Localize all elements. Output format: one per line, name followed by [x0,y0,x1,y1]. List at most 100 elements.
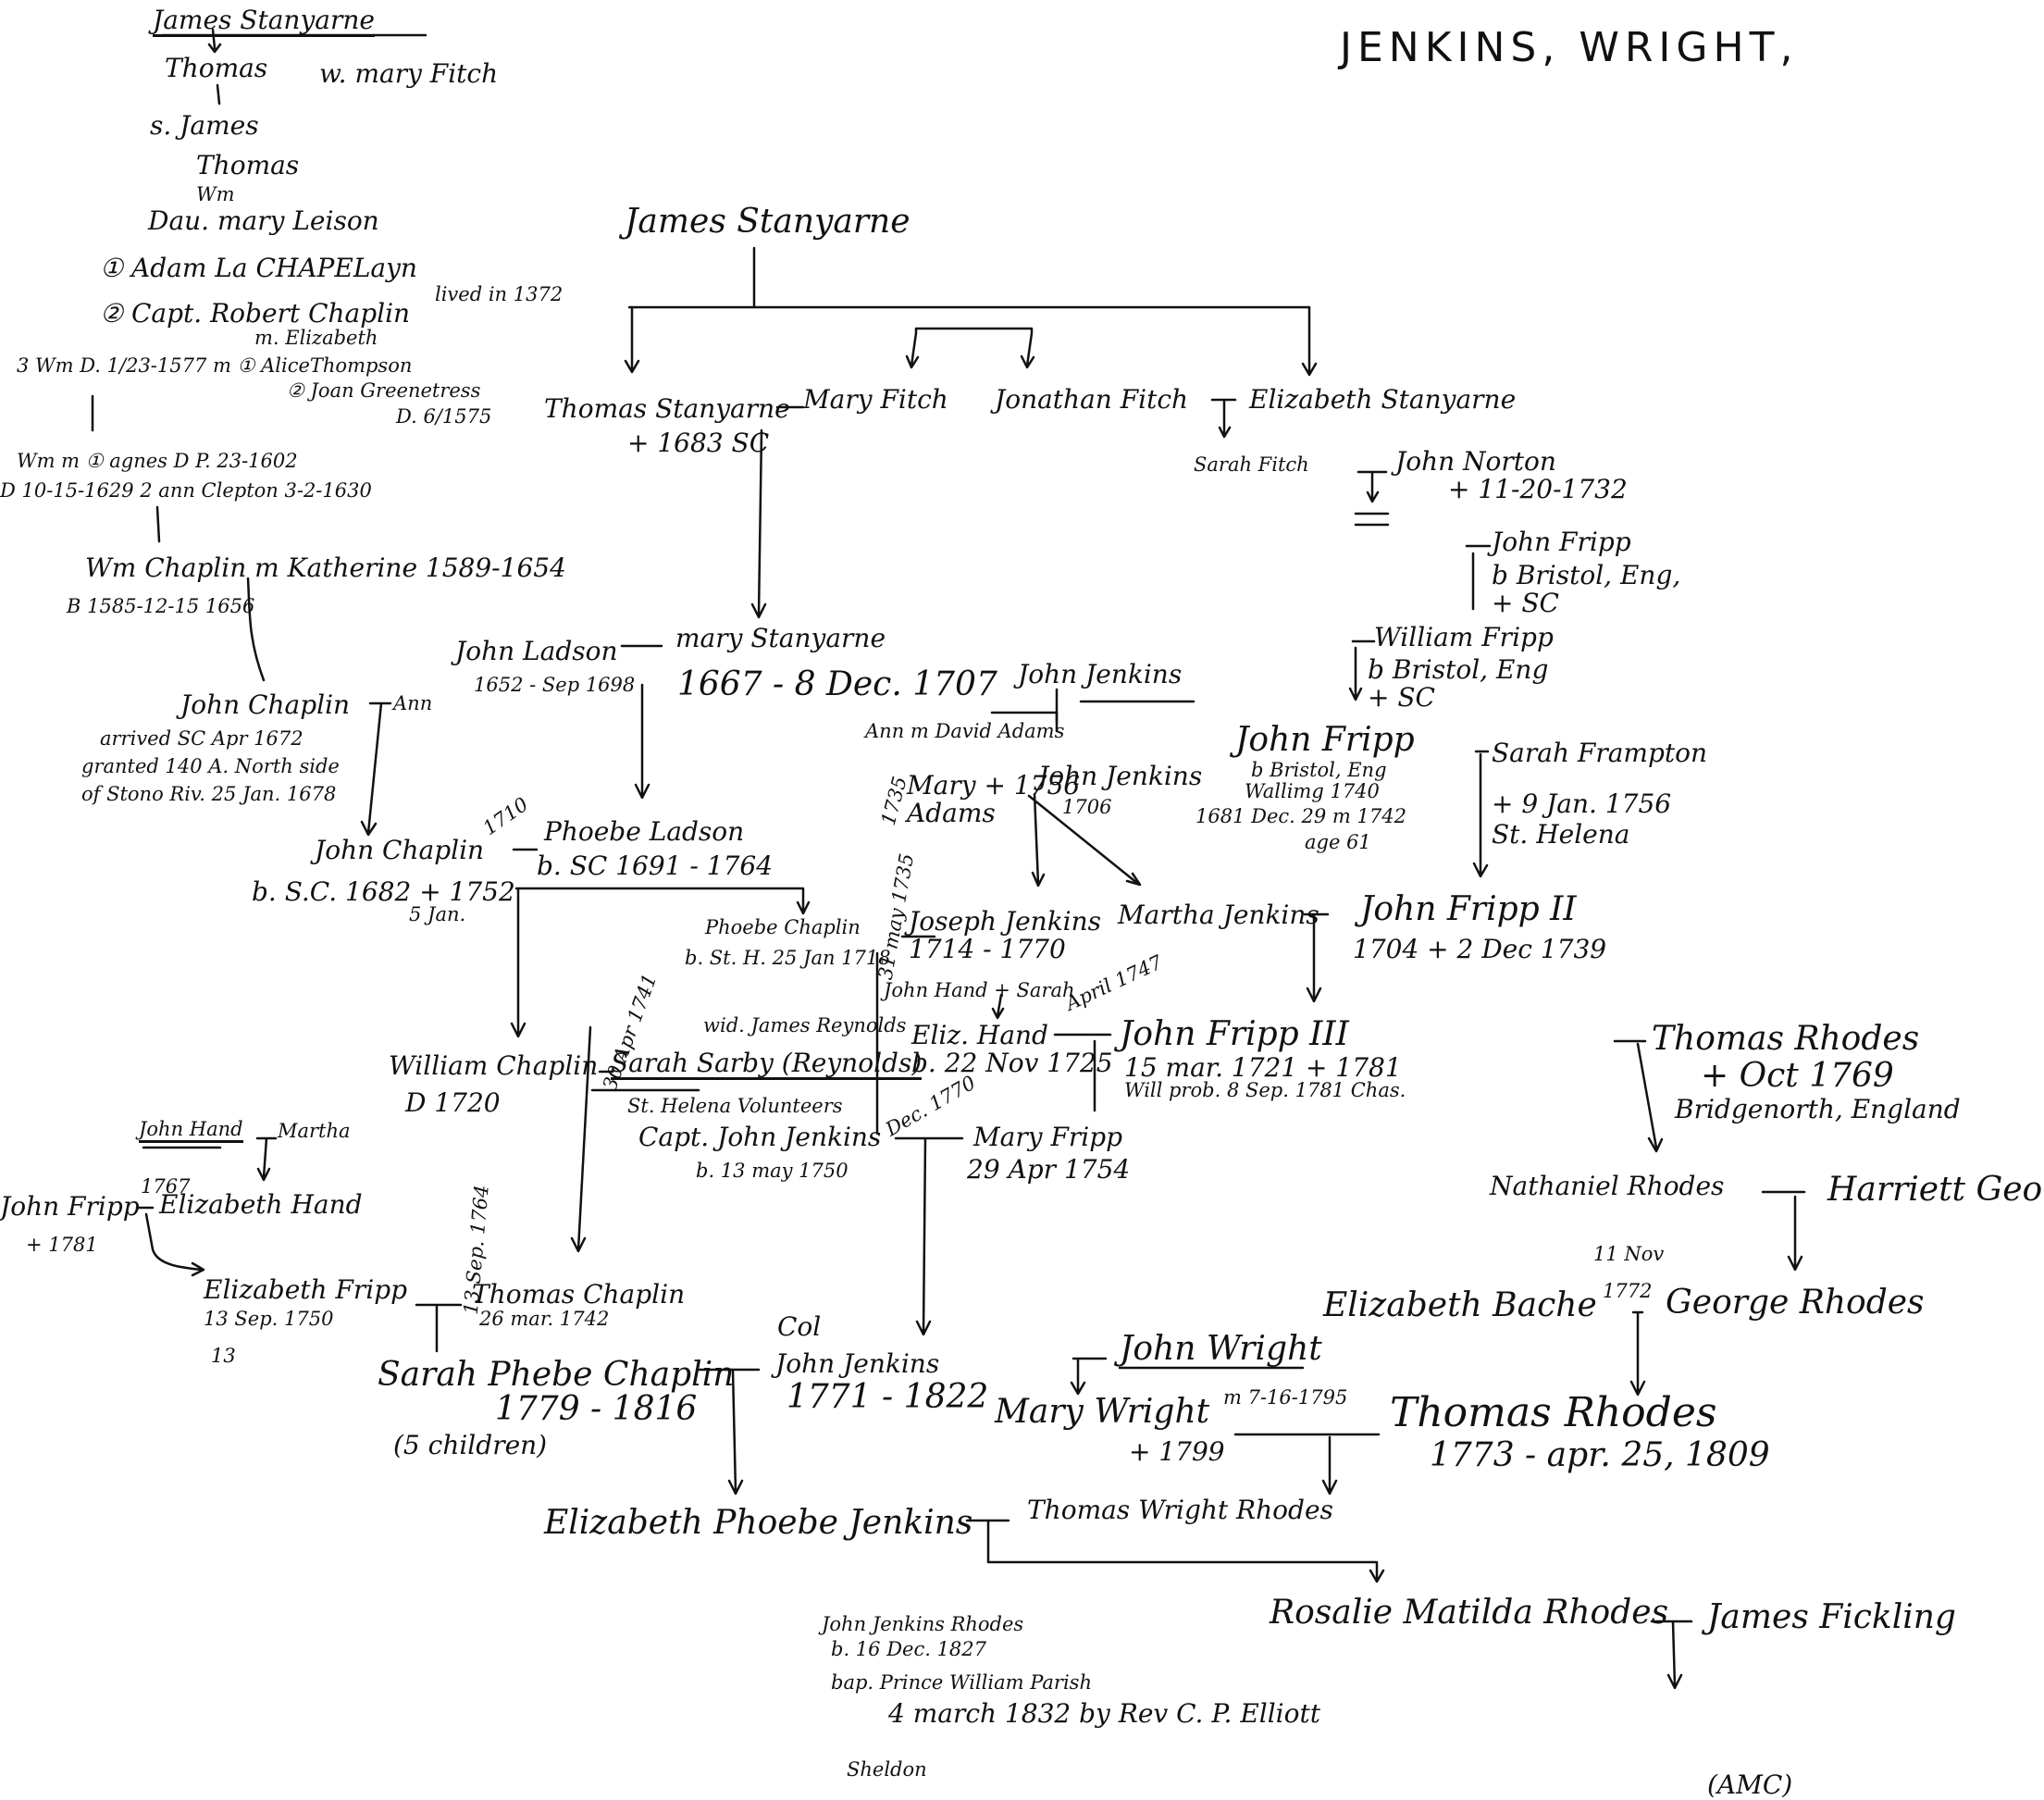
note-thomas-rhodes-2-dates: 1773 - apr. 25, 1809 [1430,1436,1770,1474]
note-jjr-bap-date: 4 march 1832 by Rev C. P. Elliott [888,1698,1320,1729]
person-john-fripp-3: John Fripp [0,1191,140,1222]
note-will-prob: Will prob. 8 Sep. 1781 Chas. [1124,1079,1406,1101]
person-elizabeth-fripp: Elizabeth Fripp [204,1274,408,1305]
note-capt-born: b. 13 may 1750 [696,1160,849,1182]
person-john-chaplin-2: John Chaplin [315,835,485,865]
line-jenkins-to-children [1027,792,1142,888]
person-phoebe-chaplin: Phoebe Chaplin [705,916,861,938]
note-wm: Wm [196,183,235,205]
person-john-fripp-ii: John Fripp II [1360,890,1577,928]
note-thomas-chaplin-date: 26 mar. 1742 [479,1308,610,1330]
line-capt-mary-fripp [894,1136,964,1336]
note-age-61: age 61 [1305,831,1371,853]
note-wm-chaplin-katherine: Wm Chaplin m Katherine 1589-1654 [85,552,566,583]
note-thomas-2: Thomas [196,150,300,180]
person-thomas-rhodes-2: Thomas Rhodes [1390,1389,1717,1436]
line-phoebe-joseph [875,935,936,1136]
line-johnchaplin-ann [360,701,392,837]
person-nathaniel-rhodes: Nathaniel Rhodes [1490,1171,1725,1201]
line-hand-martha [142,1136,278,1182]
note-phoebe-ladson-dates: b. SC 1691 - 1764 [537,850,774,881]
line-ladson-to-phoebe [634,683,650,800]
note-joan: ② Joan Greenetress [287,379,481,402]
person-john-hand-sarah: John Hand + Sarah [884,979,1075,1001]
person-capt-john-jenkins: Capt. John Jenkins [638,1122,882,1152]
line-jonathan-elizabeth [1210,398,1237,439]
line-wm-to-john-chaplin [246,577,266,682]
person-sarah-frampton: Sarah Frampton [1492,738,1708,768]
line-nathaniel-harriett [1761,1190,1806,1272]
line-fripp-thomas-chaplin [415,1303,463,1353]
line-fitch-bracket [905,327,1035,369]
person-ann: Ann [393,692,433,714]
line-bache-george [1629,1310,1646,1397]
line-eliz-hand-fripp [1053,1033,1112,1112]
person-john-wright: John Wright [1120,1330,1322,1368]
line-fripp-frampton [1472,750,1490,878]
note-mary-wright-death: + 1799 [1129,1436,1225,1467]
person-mary-adams: Mary + 1756 [907,770,1081,801]
person-john-fripp-iii: John Fripp III [1120,1015,1349,1053]
person-martha-jenkins: Martha Jenkins [1118,900,1319,930]
line-sarah-norton [1356,470,1388,503]
note-sarah-phebe-dates: 1779 - 1816 [495,1390,698,1428]
note-elizabeth-fripp-date: 13 Sep. 1750 [204,1308,334,1330]
note-jjr-bap: bap. Prince William Parish [831,1671,1092,1694]
note-fripp-iii-dates: 15 mar. 1721 + 1781 [1124,1052,1402,1083]
note-john-chaplin-2-dates: b. S.C. 1682 + 1752 [252,876,515,907]
line-stanyarne-top [207,28,222,54]
note-rhodes-1-death: + Oct 1769 [1701,1057,1894,1095]
person-john-jenkins-1: John Jenkins [1018,659,1183,689]
note-jenkins-1706: 1706 [1062,796,1112,818]
line-james-drop-2 [1301,305,1318,377]
line-thomas-top-down [216,83,221,106]
person-harriett-george: Harriett George [1827,1171,2044,1209]
note-m-elizabeth: m. Elizabeth [254,327,378,349]
person-elizabeth-hand: Elizabeth Hand [159,1189,363,1220]
person-william-chaplin: William Chaplin [389,1050,599,1081]
note-dau-mary: Dau. mary Leison [148,205,379,236]
line-hand-arrows [991,993,1005,1020]
note-capt-robert: ② Capt. Robert Chaplin [100,298,411,329]
person-john-chaplin-1: John Chaplin [180,689,351,720]
line-rhodes-sr [1613,1039,1664,1153]
note-m-1795: m 7-16-1795 [1223,1386,1348,1409]
person-william-fripp: William Fripp [1374,622,1554,652]
note-norton-death: + 11-20-1732 [1448,474,1628,504]
note-wfripp-sc: + SC [1368,682,1435,713]
note-mary-fitch: w. mary Fitch [319,58,499,89]
person-thomas-chaplin: Thomas Chaplin [472,1279,686,1310]
person-john-norton: John Norton [1395,446,1556,477]
note-joseph-dates: 1714 - 1770 [909,934,1066,964]
person-col-john-jenkins: John Jenkins [775,1348,940,1379]
note-granted: granted 140 A. North side [81,755,340,777]
person-elizabeth-bache: Elizabeth Bache [1323,1286,1597,1324]
line-to-mary-stanyarne [750,428,767,619]
line-joseph-martha [1303,912,1330,1003]
line-sarah-col [697,1368,761,1496]
person-sarah-phebe-chaplin: Sarah Phebe Chaplin [378,1356,735,1394]
note-arrived-sc: arrived SC Apr 1672 [100,727,304,750]
person-mary-fitch: Mary Fitch [803,384,948,415]
note-s-james: s. James [150,110,259,141]
note-ladson-dates: 1652 - Sep 1698 [474,674,636,696]
person-rosalie-matilda-rhodes: Rosalie Matilda Rhodes [1270,1594,1669,1632]
note-volunteers: St. Helena Volunteers [627,1095,843,1117]
note-wallimg: Wallimg 1740 [1245,780,1380,802]
line-fripp-bracket-1 [1465,544,1492,611]
note-mary-stanyarne-dates: 1667 - 8 Dec. 1707 [677,665,997,703]
line-to-thomas-chaplin [570,1025,592,1253]
person-mary-fripp: Mary Fripp [973,1122,1123,1152]
line-fripp-elizabeth [135,1206,205,1277]
line-chaplin-ladson [512,848,811,915]
note-5-children: (5 children) [393,1430,548,1460]
person-john-jenkins-2: John Jenkins [1038,761,1203,791]
note-wm-agnes: Wm m ① agnes D P. 23-1602 [17,450,298,472]
line-wfripp-bracket [1348,639,1376,701]
note-sheldon: Sheldon [847,1758,927,1781]
note-bridgenorth: Bridgenorth, England [1675,1094,1961,1124]
person-sarah-fitch: Sarah Fitch [1194,453,1309,476]
line-james-drop-1 [624,305,640,374]
person-mary-wright: Mary Wright [995,1393,1210,1431]
person-mary-stanyarne: mary Stanyarne [675,623,886,653]
